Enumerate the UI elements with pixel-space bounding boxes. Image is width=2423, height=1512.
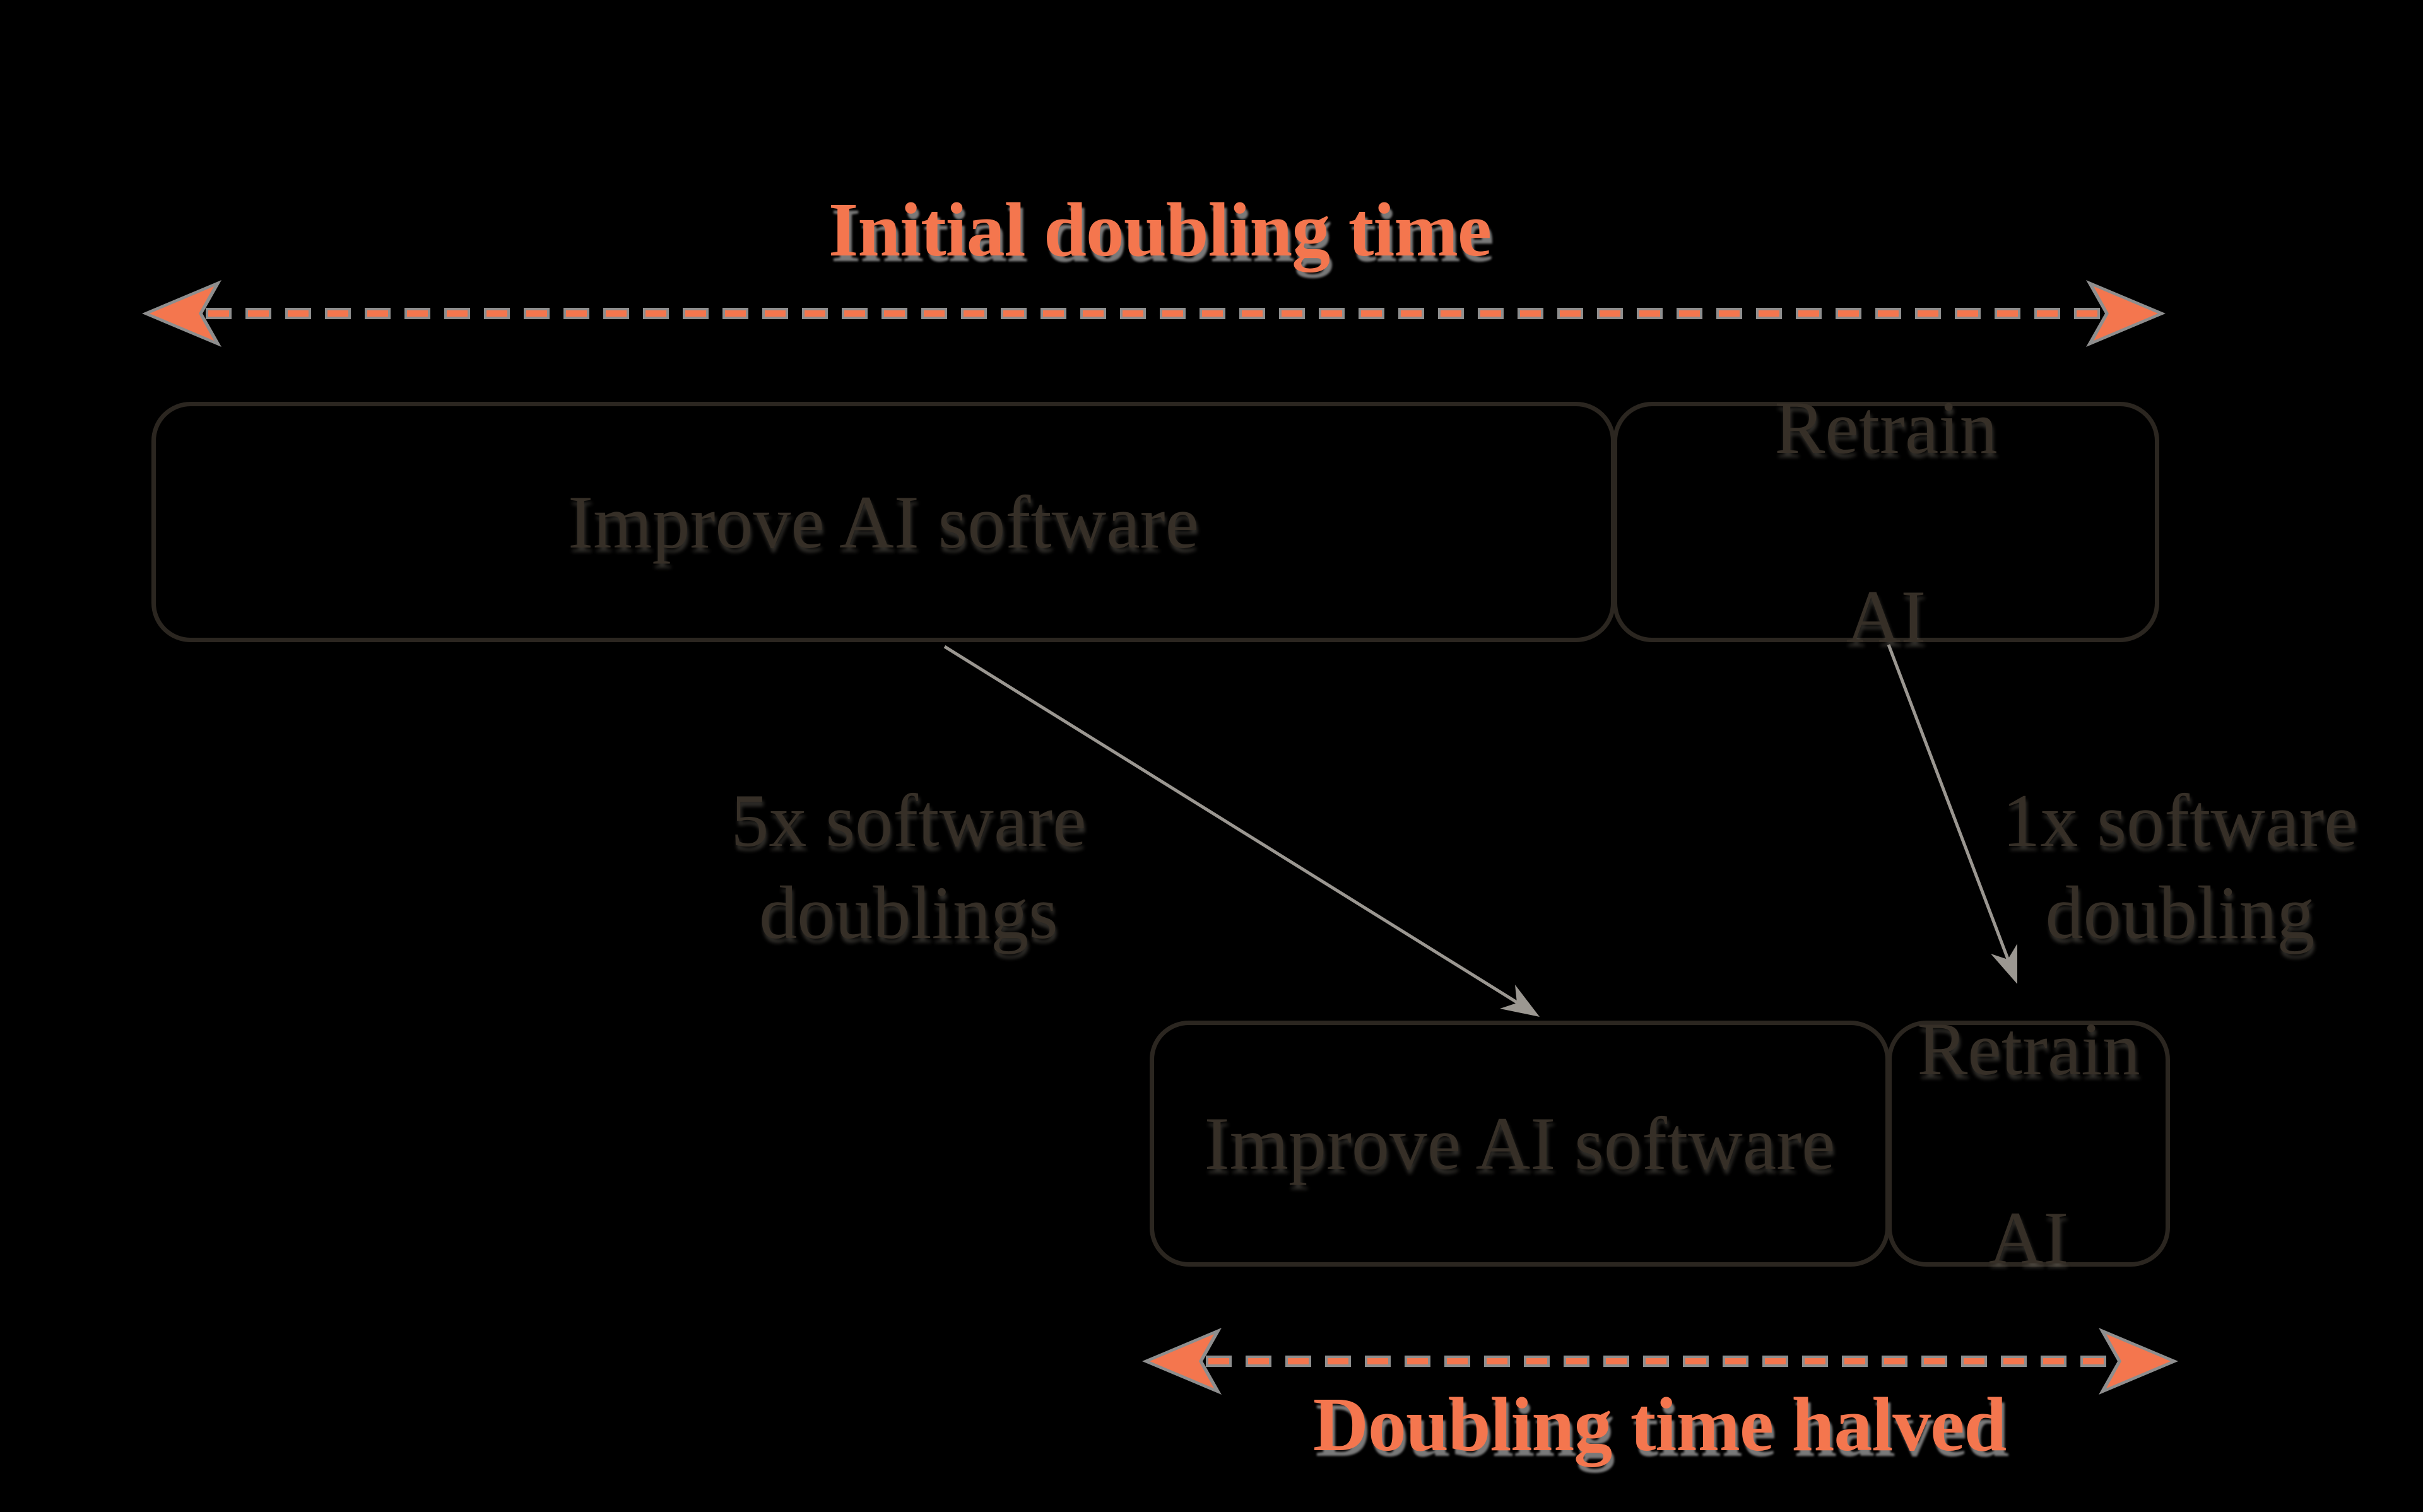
- initial-doubling-time-title: Initial doubling time: [828, 187, 1492, 273]
- improve-transition-arrowhead-icon: [1500, 985, 1540, 1017]
- five-x-software-doublings-label: 5x software doublings: [625, 775, 1193, 959]
- improve-ai-software-label-row1: Improve AI software: [568, 479, 1199, 564]
- five-x-software-doublings-label-line1: 5x software: [731, 778, 1087, 862]
- improve-transition-arrow-line: [943, 645, 1523, 1007]
- retrain-transition-arrowhead-icon: [1991, 944, 2017, 984]
- retrain-ai-label-row2-line2: AI: [1988, 1196, 2069, 1280]
- retrain-ai-label-row1: Retrain AI: [1774, 286, 1997, 759]
- top-dashed-arrow: [142, 280, 2166, 347]
- retrain-ai-label-row2-line1: Retrain: [1917, 1007, 2140, 1091]
- bottom-arrow-right-arrowhead-icon: [2106, 1334, 2171, 1388]
- improve-ai-software-box-row1: Improve AI software: [151, 402, 1615, 642]
- retrain-ai-label-row1-line2: AI: [1846, 574, 1926, 659]
- bottom-dashed-arrow: [1142, 1328, 2178, 1395]
- retrain-ai-box-row1: Retrain AI: [1613, 385, 2159, 659]
- one-x-software-doubling-label: 1x software doubling: [1906, 775, 2423, 959]
- top-arrow-right-arrowhead-icon: [2094, 286, 2158, 341]
- improve-ai-software-box-row2: Improve AI software: [1150, 1021, 1890, 1267]
- one-x-software-doubling-label-line2: doubling: [2045, 870, 2315, 954]
- retrain-ai-box-row2: Retrain AI: [1887, 1007, 2170, 1280]
- five-x-software-doublings-label-line2: doublings: [759, 870, 1058, 954]
- retrain-ai-label-row2: Retrain AI: [1917, 907, 2140, 1380]
- improve-transition-arrow: [943, 645, 1540, 1017]
- retrain-ai-label-row1-line1: Retrain: [1774, 385, 1998, 469]
- bottom-arrow-left-arrowhead-icon: [1150, 1334, 1214, 1388]
- retrain-transition-arrow-line: [1887, 644, 2012, 964]
- one-x-software-doubling-label-line1: 1x software: [2002, 778, 2358, 862]
- doubling-time-halved-title: Doubling time halved: [1312, 1382, 2007, 1467]
- improve-ai-software-label-row2: Improve AI software: [1204, 1101, 1836, 1185]
- retrain-transition-arrow: [1887, 644, 2017, 984]
- top-arrow-left-arrowhead-icon: [150, 286, 214, 341]
